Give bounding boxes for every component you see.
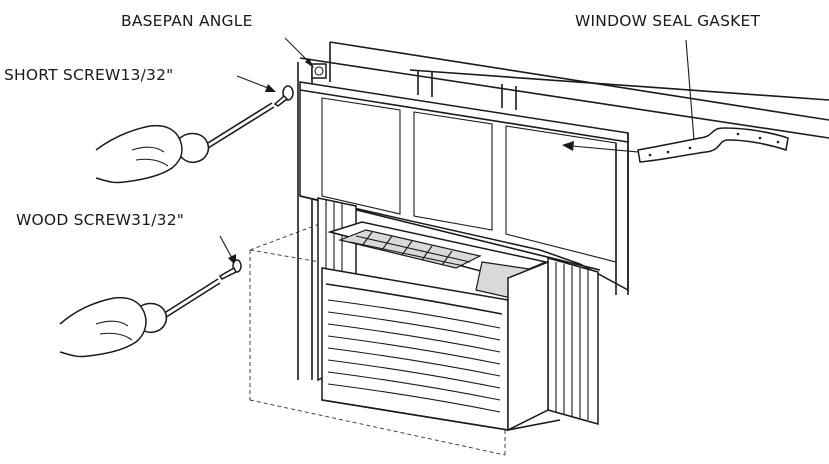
window-seal-gasket [637, 127, 789, 163]
upper-hand-screwdriver [95, 102, 275, 184]
basepan-angle-label: BASEPAN ANGLE [121, 12, 253, 30]
air-conditioner-unit [317, 197, 599, 432]
top-grille [337, 229, 482, 269]
wood-screw [218, 259, 242, 280]
right-accordion-pleats [555, 262, 589, 420]
opening-outline [249, 219, 506, 456]
window-seal-gasket-label: WINDOW SEAL GASKET [575, 12, 761, 30]
short-screw [273, 85, 294, 107]
basepan-angle-bracket [311, 63, 327, 79]
short-screw-label: SHORT SCREW13/32" [4, 66, 174, 84]
lower-hand-screwdriver [59, 278, 221, 358]
front-louvers [325, 283, 503, 413]
wood-screw-label: WOOD SCREW31/32" [16, 211, 185, 229]
